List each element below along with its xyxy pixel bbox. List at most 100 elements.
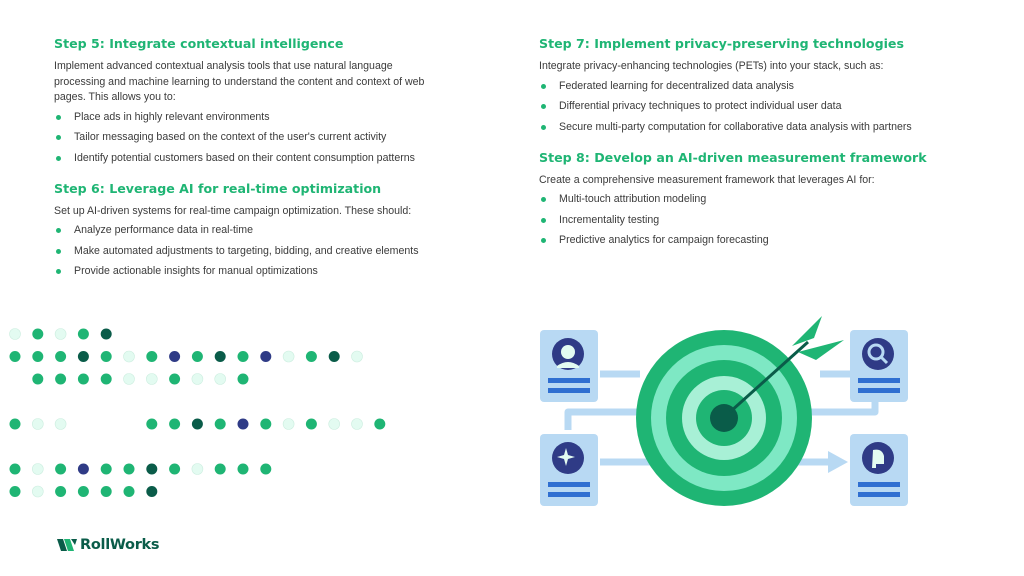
bullet-text: Place ads in highly relevant environment…	[74, 110, 270, 123]
decorative-dot	[146, 418, 158, 430]
step-5-bullets: Place ads in highly relevant environment…	[54, 110, 474, 166]
decorative-dot	[237, 373, 249, 385]
decorative-dot	[31, 485, 44, 498]
decorative-dot	[169, 351, 181, 362]
bullet-item: Tailor messaging based on the context of…	[54, 130, 474, 145]
bullet-item: Analyze performance data in real-time	[54, 223, 474, 238]
decorative-dot	[54, 418, 67, 430]
bullet-item: Secure multi-party computation for colla…	[539, 120, 969, 135]
bullet-text: Federated learning for decentralized dat…	[559, 79, 794, 92]
bullet-text: Make automated adjustments to targeting,…	[74, 244, 419, 257]
search-card	[850, 330, 908, 402]
bullet-dot-icon	[56, 269, 61, 274]
decorative-dot	[100, 486, 112, 497]
decorative-dot	[351, 418, 363, 430]
decorative-dot	[32, 328, 44, 340]
logo-text: RollWorks	[80, 537, 160, 553]
step-5-intro: Implement advanced contextual analysis t…	[54, 59, 474, 106]
decorative-dot	[169, 418, 181, 430]
step-6-intro: Set up AI-driven systems for real-time c…	[54, 204, 412, 217]
bullet-item: Predictive analytics for campaign foreca…	[539, 233, 969, 248]
decorative-dot	[191, 463, 204, 475]
bullet-text: Differential privacy techniques to prote…	[559, 100, 842, 112]
bullet-item: Multi-touch attribution modeling	[539, 192, 969, 207]
step-8-section: Step 8: Develop an AI-driven measurement…	[539, 150, 969, 249]
step-5-title: Step 5: Integrate contextual intelligenc…	[54, 36, 344, 51]
bullet-text: Secure multi-party computation for colla…	[559, 120, 912, 133]
arrow-fletching-icon	[792, 316, 822, 346]
step-5-intro-line: processing and machine learning to under…	[54, 75, 425, 88]
bullet-text: Identify potential customers based on th…	[74, 151, 415, 164]
decorative-dot	[123, 373, 135, 385]
bullet-dot-icon	[56, 114, 61, 120]
decorative-dot	[55, 373, 67, 385]
decorative-dot	[169, 373, 181, 385]
ai-sparkle-card	[540, 434, 598, 506]
bullet-dot-icon	[541, 124, 546, 130]
decorative-dot	[282, 418, 295, 430]
bullet-item: Incrementality testing	[539, 213, 969, 228]
target-illustration	[540, 316, 908, 506]
bullet-text: Multi-touch attribution modeling	[559, 193, 707, 205]
decorative-dot	[100, 373, 112, 385]
ai-head-card	[850, 434, 908, 506]
decorative-dot	[237, 418, 249, 430]
decorative-dot	[123, 350, 135, 363]
bullet-text: Analyze performance data in real-time	[74, 224, 254, 236]
bullet-text: Incrementality testing	[559, 213, 660, 226]
decorative-dot	[146, 373, 158, 385]
decorative-dot	[9, 418, 21, 430]
bullet-item: Differential privacy techniques to prote…	[539, 99, 969, 114]
bullet-dot-icon	[541, 238, 546, 243]
step-7-section: Step 7: Implement privacy-preserving tec…	[539, 36, 969, 135]
step-7-intro: Integrate privacy-enhancing technologies…	[539, 60, 884, 72]
bullet-item: Federated learning for decentralized dat…	[539, 79, 969, 94]
bullet-dot-icon	[541, 83, 546, 89]
decorative-dot	[260, 351, 272, 362]
step-7-bullets: Federated learning for decentralized dat…	[539, 79, 969, 135]
decorative-dot	[260, 418, 272, 430]
decorative-dot	[169, 463, 181, 475]
decorative-dot	[77, 373, 89, 385]
bullet-dot-icon	[541, 104, 546, 109]
step-5-intro-line: Implement advanced contextual analysis t…	[54, 60, 393, 72]
decorative-dot	[328, 418, 341, 430]
decorative-dot	[9, 328, 21, 340]
bullet-text: Predictive analytics for campaign foreca…	[559, 234, 769, 246]
decorative-dot	[77, 486, 89, 497]
decorative-dot	[305, 351, 317, 362]
decorative-dot	[282, 350, 295, 363]
decorative-dot	[55, 486, 67, 497]
decorative-dot	[214, 351, 226, 362]
decorative-dot	[100, 463, 112, 475]
decorative-dot	[214, 418, 226, 430]
step-6-bullets: Analyze performance data in real-time Ma…	[54, 223, 474, 279]
right-column: Step 7: Implement privacy-preserving tec…	[539, 36, 969, 263]
left-column: Step 5: Integrate contextual intelligenc…	[54, 36, 474, 294]
bullet-text: Tailor messaging based on the context of…	[74, 131, 387, 143]
decorative-dot	[328, 351, 340, 362]
bullet-item: Make automated adjustments to targeting,…	[54, 244, 474, 259]
decorative-dot	[214, 373, 226, 385]
decorative-dot	[123, 486, 135, 497]
step-8-title: Step 8: Develop an AI-driven measurement…	[539, 149, 927, 165]
step-8-bullets: Multi-touch attribution modeling Increme…	[539, 192, 969, 248]
decorative-dot	[191, 373, 204, 385]
bullet-dot-icon	[56, 248, 61, 254]
decorative-dot	[55, 463, 67, 475]
step-7-title: Step 7: Implement privacy-preserving tec…	[539, 36, 904, 51]
decorative-dot	[237, 463, 249, 475]
decorative-dot	[191, 418, 203, 430]
bullet-item: Identify potential customers based on th…	[54, 151, 474, 166]
bullet-dot-icon	[56, 135, 61, 140]
step-5-intro-line: pages. This allows you to:	[54, 91, 176, 103]
decorative-dot	[32, 351, 44, 362]
decorative-dot	[77, 463, 89, 475]
decorative-dot	[237, 351, 249, 362]
decorative-dot	[54, 328, 67, 340]
rollworks-logo: RollWorks	[57, 537, 160, 553]
decorative-dot	[55, 351, 67, 362]
bullet-item: Provide actionable insights for manual o…	[54, 264, 474, 279]
bullet-item: Place ads in highly relevant environment…	[54, 110, 474, 125]
decorative-dot	[191, 351, 203, 362]
